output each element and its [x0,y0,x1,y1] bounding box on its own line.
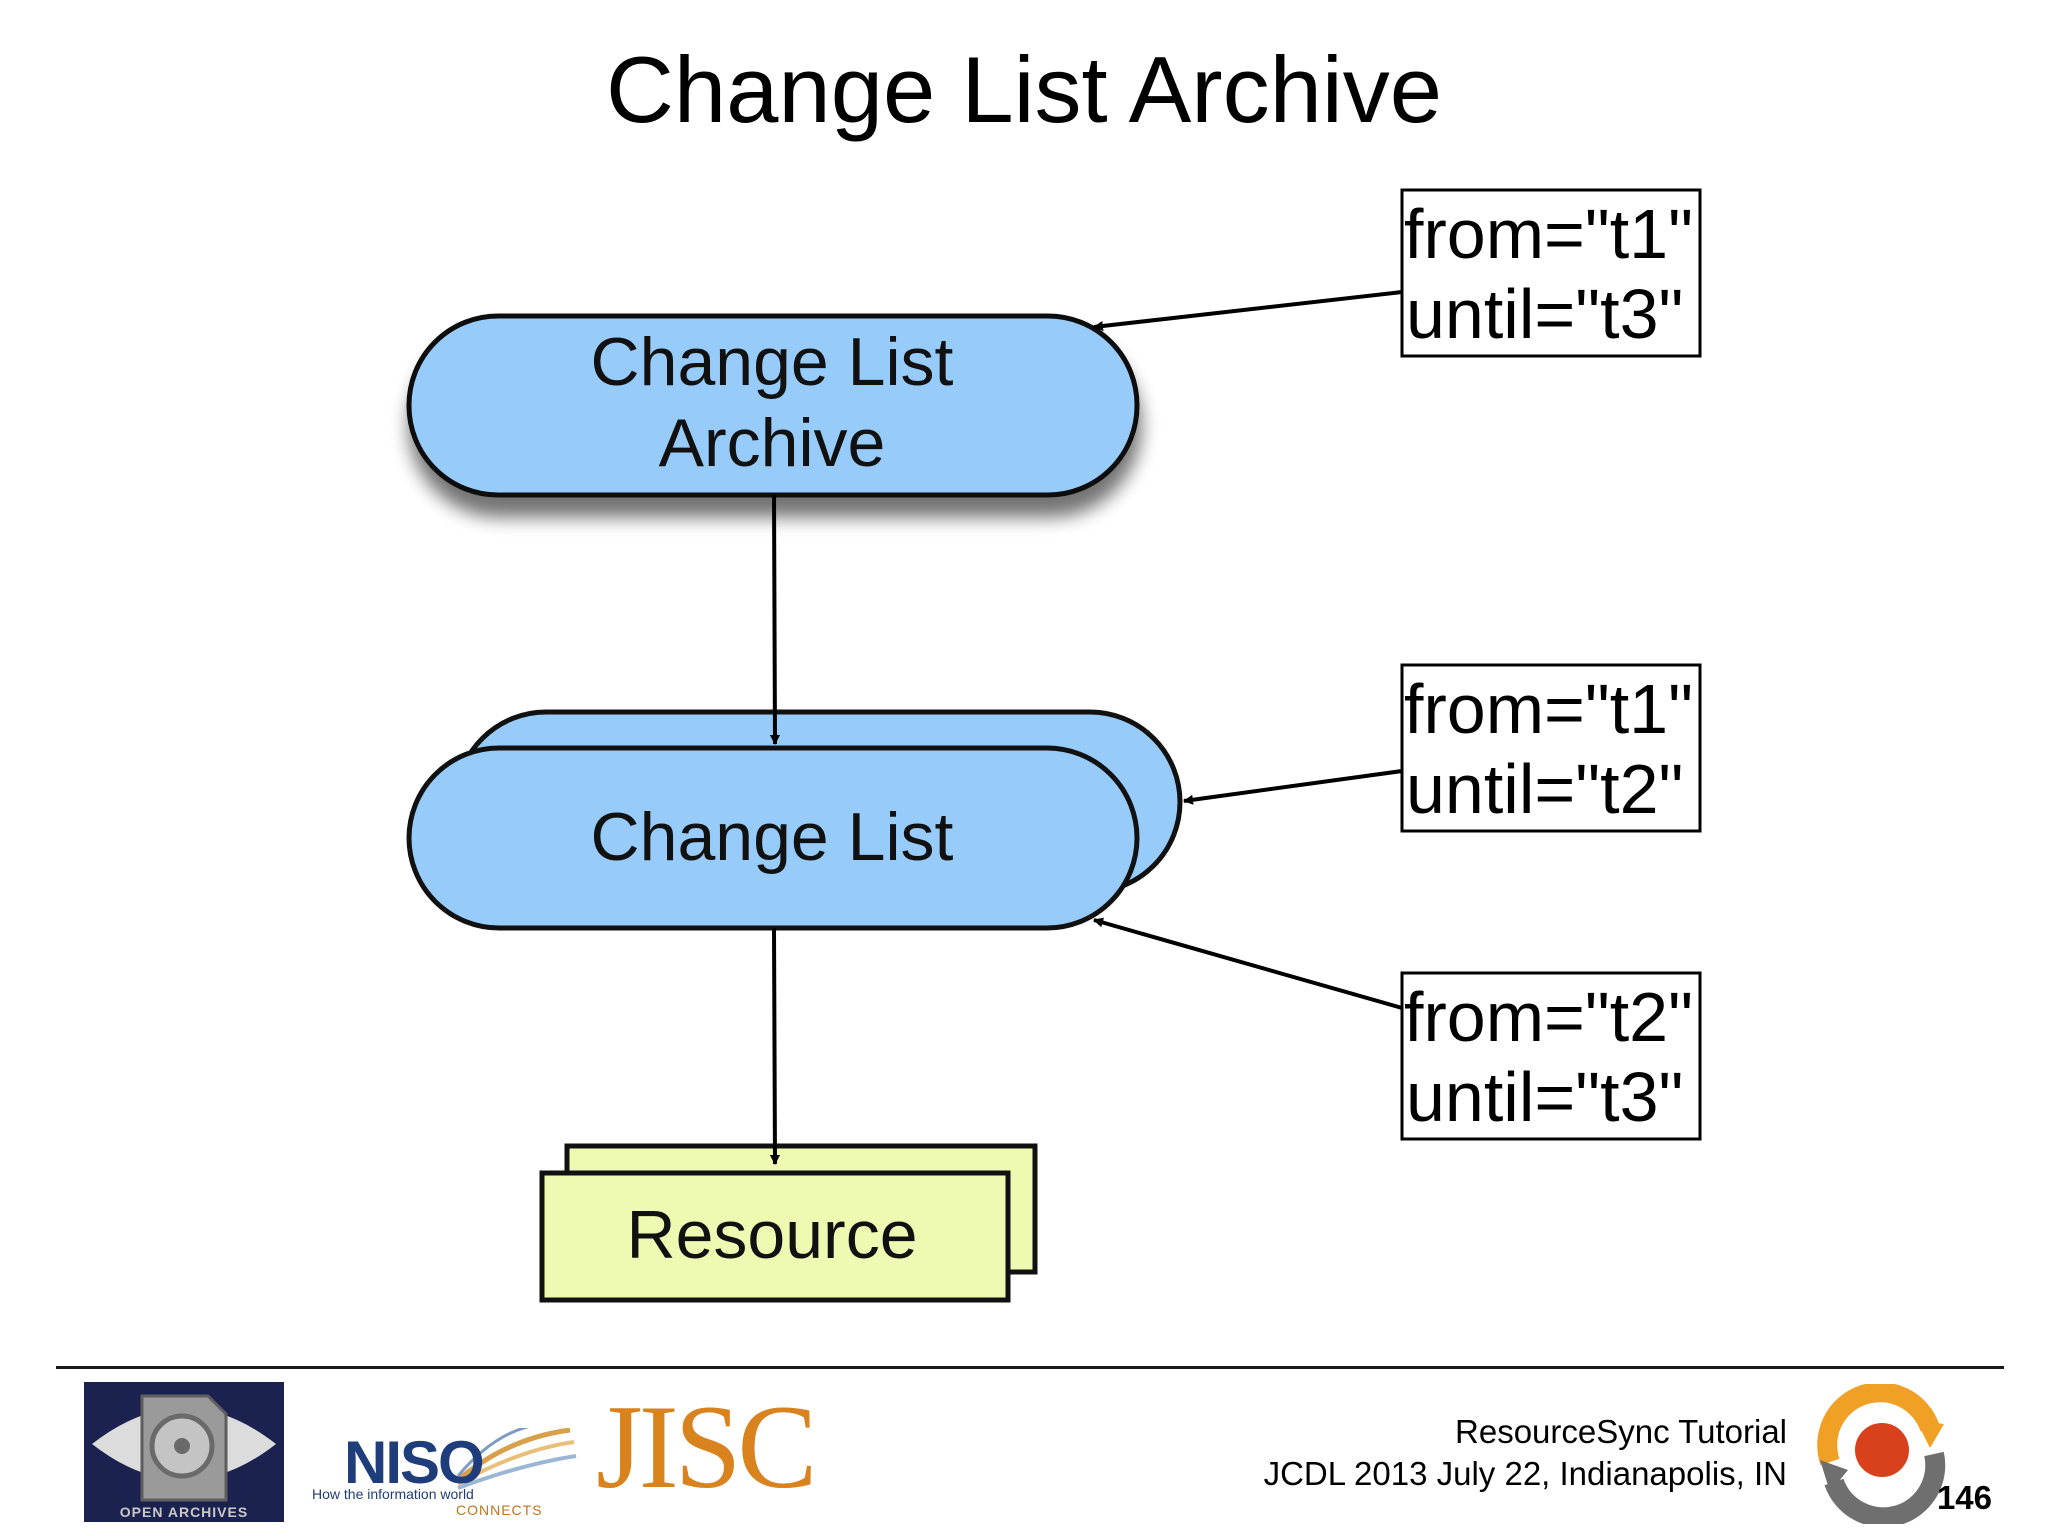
jisc-logo: JISC [596,1380,817,1513]
tag-archive-arrow [1093,290,1403,331]
open-archives-label: OPEN ARCHIVES [119,1504,249,1520]
change-list-label: Change List [591,799,954,875]
tag-archive-until: until="t3" [1406,275,1683,353]
change-list-front-card [406,745,1140,931]
archive-label-line1: Change List [591,324,954,400]
resource-node: Resource [539,1143,1038,1303]
tag-list2-until: until="t3" [1406,1058,1683,1136]
resource-front-card [539,1170,1011,1303]
tag-change-list-range-2: from="t2" until="t3" [1400,971,1702,1141]
archive-to-change-list-arrow [769,494,780,745]
change-list-archive-node: Change List Archive [406,313,1140,498]
niso-tagline-2: CONNECTS [456,1502,543,1518]
niso-tagline-1: How the information world [312,1486,474,1502]
footer-divider [56,1366,2004,1369]
tag-list2-arrow [1093,917,1403,1010]
page-title: Change List Archive [605,37,1443,142]
diagram: Change List Archive Change List Resource… [406,188,1702,1303]
change-list-node: Change List [406,709,1183,931]
change-list-to-resource-arrow [769,927,780,1165]
open-archives-logo: OPEN ARCHIVES [84,1382,284,1522]
niso-wordmark: NISO [344,1429,485,1496]
tag-archive-from: from="t1" [1404,195,1693,273]
tag-list1-arrow [1183,769,1403,805]
resourcesync-logo-icon [1817,1384,1946,1524]
footer-event: JCDL 2013 July 22, Indianapolis, IN [1263,1455,1787,1492]
niso-swoosh-icon [456,1428,577,1490]
page-number: 146 [1936,1479,1992,1516]
archive-label-line2: Archive [659,405,886,481]
tag-archive-range: from="t1" until="t3" [1400,188,1702,358]
open-archives-eye-icon [92,1394,276,1502]
footer-tutorial-title: ResourceSync Tutorial [1455,1413,1787,1450]
niso-logo: NISO How the information world CONNECTS [308,1428,578,1518]
resource-label: Resource [626,1197,917,1273]
tag-list1-until: until="t2" [1406,750,1683,828]
tag-list1-from: from="t1" [1404,670,1693,748]
tag-list2-from: from="t2" [1404,978,1693,1056]
tag-change-list-range-1: from="t1" until="t2" [1400,663,1702,833]
